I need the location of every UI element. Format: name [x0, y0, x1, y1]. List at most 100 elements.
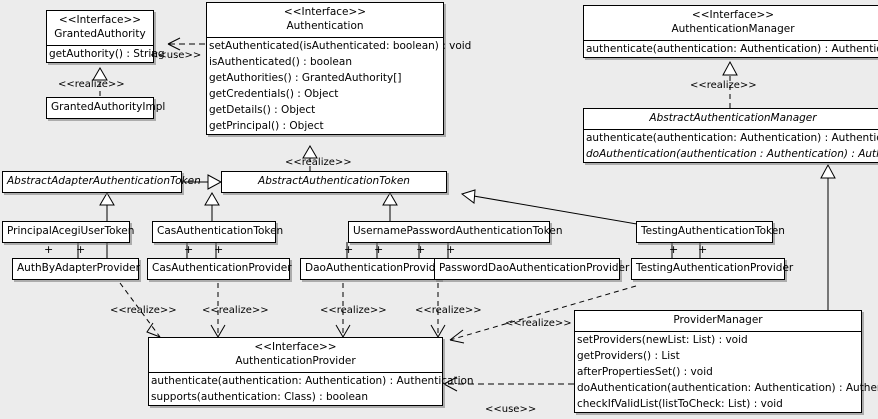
operation: isAuthenticated() : boolean [209, 56, 352, 68]
operation: afterPropertiesSet() : void [577, 366, 713, 378]
class-abstract-authentication-token[interactable]: AbstractAuthenticationToken [221, 171, 447, 193]
class-principal-acegi-user-token[interactable]: PrincipalAcegiUserToken [2, 221, 135, 243]
edge-label-realize-auth-by-adapter: <<realize>> [110, 305, 177, 316]
class-header: PasswordDaoAuthenticationProvider [435, 259, 630, 279]
class-username-password-authentication-token[interactable]: UsernamePasswordAuthenticationToken [348, 221, 563, 243]
class-header: ProviderManager [575, 311, 861, 331]
class-name: Authentication [286, 20, 364, 32]
operation: doAuthentication(authentication : Authen… [586, 148, 878, 160]
class-name: AuthByAdapterProvider [17, 262, 140, 274]
class-granted-authority[interactable]: <<Interface>> GrantedAuthority getAuthor… [46, 10, 165, 63]
class-name: CasAuthenticationProvider [152, 262, 292, 274]
class-authentication[interactable]: <<Interface>> Authentication setAuthenti… [206, 2, 472, 135]
operation: doAuthentication(authentication: Authent… [577, 382, 878, 394]
multiplicity-marker: + [669, 243, 679, 256]
class-header: TestingAuthenticationToken [637, 222, 785, 242]
operations-compartment: setAuthenticated(isAuthenticated: boolea… [207, 37, 472, 134]
class-name: CasAuthenticationToken [157, 225, 284, 237]
class-authentication-provider[interactable]: <<Interface>> AuthenticationProvider aut… [148, 337, 474, 406]
class-auth-by-adapter-provider[interactable]: AuthByAdapterProvider [12, 258, 140, 280]
class-cas-authentication-token[interactable]: CasAuthenticationToken [152, 221, 284, 243]
class-header: AuthByAdapterProvider [13, 259, 140, 279]
class-name: AbstractAdapterAuthenticationToken [7, 175, 201, 187]
class-dao-authentication-provider[interactable]: DaoAuthenticationProvider [300, 258, 447, 280]
class-name: PasswordDaoAuthenticationProvider [439, 262, 630, 274]
edge-label-use-provider-manager: <<use>> [485, 404, 537, 415]
operations-compartment: getAuthority() : String [47, 45, 165, 62]
operation: setProviders(newList: List) : void [577, 334, 748, 346]
class-header: CasAuthenticationProvider [148, 259, 292, 279]
class-testing-authentication-token[interactable]: TestingAuthenticationToken [636, 221, 785, 243]
operation: checkIfValidList(listToCheck: List) : vo… [577, 398, 783, 410]
edge-label-use-granted-authority: <<use>> [150, 50, 202, 61]
class-header: AbstractAuthenticationToken [222, 172, 446, 192]
class-provider-manager[interactable]: ProviderManager setProviders(newList: Li… [574, 310, 878, 413]
class-header: CasAuthenticationToken [153, 222, 284, 242]
operation: getPrincipal() : Object [209, 120, 324, 132]
multiplicity-marker: + [344, 243, 354, 256]
class-header: PrincipalAcegiUserToken [3, 222, 135, 242]
edge-label-realize-authentication-token: <<realize>> [285, 157, 352, 168]
class-name: AuthenticationManager [671, 23, 795, 35]
multiplicity-marker: + [214, 243, 224, 256]
class-header: TestingAuthenticationProvider [632, 259, 794, 279]
class-header: <<Interface>> AuthenticationProvider [149, 338, 442, 372]
class-granted-authority-impl[interactable]: GrantedAuthorityImpl [46, 97, 166, 119]
class-name: PrincipalAcegiUserToken [7, 225, 135, 237]
class-cas-authentication-provider[interactable]: CasAuthenticationProvider [147, 258, 292, 280]
operations-compartment: authenticate(authentication: Authenticat… [149, 372, 474, 405]
multiplicity-marker: + [416, 243, 426, 256]
class-header: <<Interface>> AuthenticationManager [584, 6, 878, 40]
edge-label-realize-abstract-auth-manager: <<realize>> [690, 80, 757, 91]
class-abstract-authentication-manager[interactable]: AbstractAuthenticationManager authentica… [583, 108, 878, 163]
multiplicity-marker: + [44, 243, 54, 256]
edge-label-realize-password-dao: <<realize>> [415, 305, 482, 316]
class-name: GrantedAuthority [54, 28, 146, 40]
class-name: DaoAuthenticationProvider [305, 262, 447, 274]
multiplicity-marker: + [446, 243, 456, 256]
edge-label-realize-dao: <<realize>> [320, 305, 387, 316]
operation: authenticate(authentication: Authenticat… [586, 43, 878, 55]
class-name: AuthenticationProvider [235, 355, 356, 367]
operation: setAuthenticated(isAuthenticated: boolea… [209, 40, 472, 52]
class-header: AbstractAdapterAuthenticationToken [3, 172, 201, 192]
edge-label-realize-cas: <<realize>> [202, 305, 269, 316]
class-header: UsernamePasswordAuthenticationToken [349, 222, 563, 242]
class-name: GrantedAuthorityImpl [51, 101, 166, 113]
edge-label-realize-granted-authority-impl: <<realize>> [58, 79, 125, 90]
class-testing-authentication-provider[interactable]: TestingAuthenticationProvider [631, 258, 794, 280]
operation: supports(authentication: Class) : boolea… [151, 391, 368, 403]
class-password-dao-authentication-provider[interactable]: PasswordDaoAuthenticationProvider [434, 258, 630, 280]
class-name: AbstractAuthenticationManager [649, 112, 817, 124]
class-name: UsernamePasswordAuthenticationToken [353, 225, 563, 237]
class-header: GrantedAuthorityImpl [47, 98, 166, 118]
operation: authenticate(authentication: Authenticat… [586, 132, 878, 144]
operation: getDetails() : Object [209, 104, 316, 116]
class-header: <<Interface>> Authentication [207, 3, 443, 37]
class-abstract-adapter-authentication-token[interactable]: AbstractAdapterAuthenticationToken [2, 171, 201, 193]
edge-label-realize-testing: <<realize>> [505, 318, 572, 329]
class-name: ProviderManager [673, 314, 763, 326]
operations-compartment: setProviders(newList: List) : void getPr… [575, 331, 878, 412]
operation: getAuthority() : String [49, 48, 165, 60]
class-name: TestingAuthenticationToken [641, 225, 785, 237]
class-header: DaoAuthenticationProvider [301, 259, 447, 279]
class-name: TestingAuthenticationProvider [636, 262, 794, 274]
class-header: AbstractAuthenticationManager [584, 109, 878, 129]
operation: getCredentials() : Object [209, 88, 339, 100]
operations-compartment: authenticate(authentication: Authenticat… [584, 129, 878, 162]
stereotype-label: <<Interface>> [283, 6, 367, 18]
stereotype-label: <<Interface>> [691, 9, 775, 21]
operation: authenticate(authentication: Authenticat… [151, 375, 474, 387]
stereotype-label: <<Interface>> [254, 341, 337, 353]
class-name: AbstractAuthenticationToken [258, 175, 410, 187]
operations-compartment: authenticate(authentication: Authenticat… [584, 40, 878, 57]
multiplicity-marker: + [698, 243, 708, 256]
stereotype-label: <<Interface>> [58, 14, 142, 26]
class-authentication-manager[interactable]: <<Interface>> AuthenticationManager auth… [583, 5, 878, 58]
multiplicity-marker: + [184, 243, 194, 256]
multiplicity-marker: + [76, 243, 86, 256]
operation: getAuthorities() : GrantedAuthority[] [209, 72, 402, 84]
class-header: <<Interface>> GrantedAuthority [47, 11, 153, 45]
